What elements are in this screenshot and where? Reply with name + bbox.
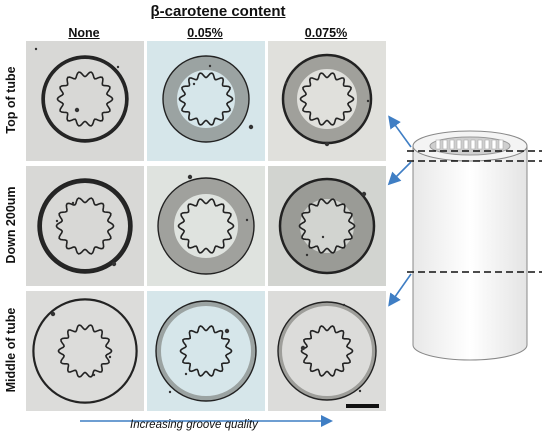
footer-caption: Increasing groove quality [130,419,258,431]
ring-outer-edge [277,301,377,401]
debris-speck [111,261,117,267]
micrograph-middle-none [26,291,144,411]
debris-speck [324,141,330,147]
panel-background [26,291,144,411]
ring-band [280,179,374,273]
tube-body [412,145,528,361]
ring-outer-edge [37,178,133,274]
ring-outer-edge [32,298,138,404]
debris-speck [192,82,196,86]
tube-tooth [435,139,441,150]
panel-background [268,291,386,411]
debris-speck [50,311,56,317]
column-header-0.075: 0.075% [304,26,348,40]
ring-band [283,55,371,143]
pointer-arrow-top [388,115,412,148]
debris-speck [116,65,120,69]
micrograph-middle-0.075 [268,291,386,411]
groove-edge [299,72,355,126]
debris-speck [55,219,59,223]
ring-outer-edge [162,55,250,143]
tube-tooth [442,139,448,150]
ring-band [38,179,132,273]
debris-speck [92,373,96,377]
ring-outer-edge [157,177,255,275]
scale-bar [346,404,379,408]
ring-outer-edge [278,177,376,275]
tube-teeth [435,139,504,150]
debris-speck [34,47,38,51]
ring-band [156,301,256,401]
groove-edge [300,325,354,377]
figure-title: β-carotene content [150,3,286,20]
debris-speck [74,107,80,113]
pointer-arrow-down [387,161,412,186]
debris-speck [300,345,306,351]
debris-speck [71,201,75,205]
tube-tooth [484,139,490,150]
ring-outer-edge [155,300,257,402]
groove-edge [177,198,235,254]
groove-edge [178,72,234,126]
tube-tooth [491,139,497,150]
groove-edge [57,324,113,378]
pointer-arrow-middle [388,273,412,307]
tube-tooth [477,139,483,150]
micrograph-top-0.075 [268,41,386,161]
debris-speck [284,81,288,85]
tube-bore [429,136,511,156]
debris-speck [248,124,254,130]
ring-outer-edge [41,55,129,143]
micrograph-top-0.05 [147,41,265,161]
tube-tooth [456,139,462,150]
debris-speck [361,191,367,197]
column-header-none: None [68,26,100,40]
column-header-0.05: 0.05% [187,26,223,40]
debris-speck [245,218,249,222]
micrograph-down-none [26,166,144,286]
micrograph-middle-0.05 [147,291,265,411]
tube-tooth [463,139,469,150]
tube-tooth [498,139,504,150]
debris-speck [208,64,212,68]
debris-speck [187,174,193,180]
debris-speck [108,355,112,359]
debris-speck [305,253,309,257]
debris-speck [358,389,362,393]
debris-speck [229,236,233,240]
tube-tooth [470,139,476,150]
debris-speck [321,235,325,239]
tube-diagram [407,130,542,361]
panel-background [26,166,144,286]
debris-speck [366,99,370,103]
micrograph-top-none [26,41,144,161]
groove-edge [179,325,233,377]
groove-edge [298,198,356,254]
debris-speck [224,328,230,334]
micrograph-down-0.075 [268,166,386,286]
micrograph-down-0.05 [147,166,265,286]
panel-background [147,291,265,411]
tube-tooth [449,139,455,150]
micrograph-grid [26,41,386,411]
debris-speck [342,303,346,307]
debris-speck [184,372,188,376]
groove-edge [56,71,114,127]
ring-band [158,178,254,274]
ring-band [33,299,137,403]
ring-band [278,302,376,400]
debris-speck [168,390,172,394]
ring-band [42,56,128,142]
groove-edge [55,197,115,255]
ring-band [163,56,249,142]
